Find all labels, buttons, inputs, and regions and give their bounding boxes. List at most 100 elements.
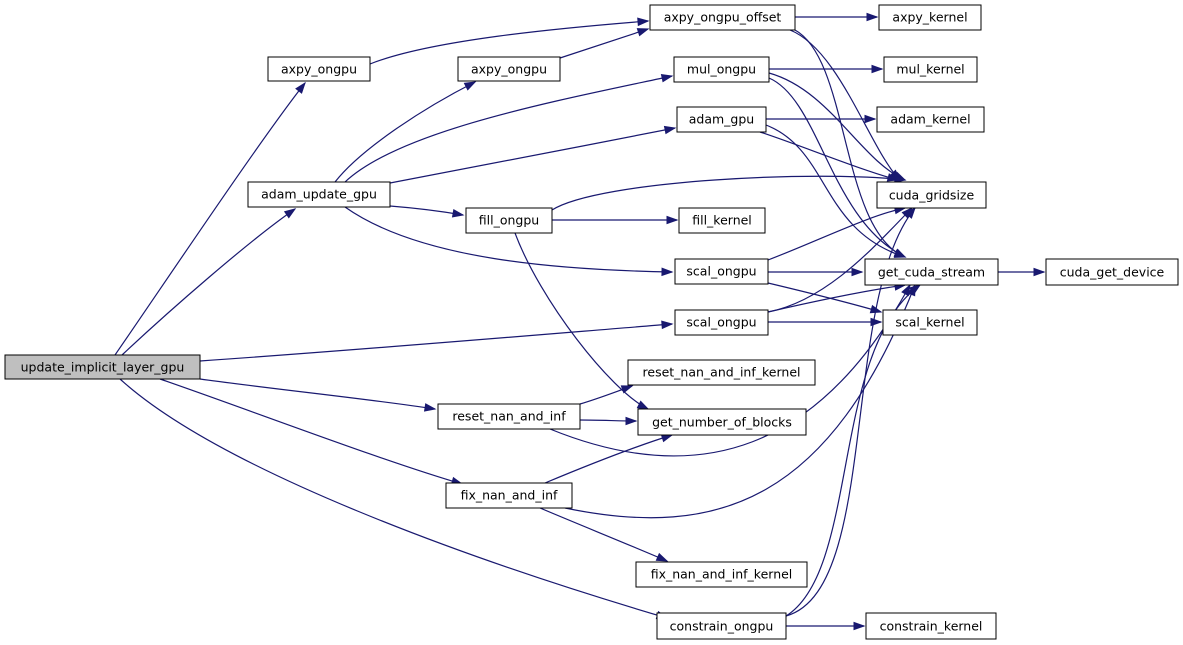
edge-line xyxy=(794,29,906,258)
node-label-fill-kernel: fill_kernel xyxy=(692,213,752,228)
node-label-adam-gpu: adam_gpu xyxy=(689,112,754,127)
node-label-adam-update-gpu: adam_update_gpu xyxy=(261,187,377,202)
node-label-scal-ongpu: scal_ongpu xyxy=(686,264,756,279)
arrow-head-icon xyxy=(423,403,437,412)
node-label-mul-ongpu: mul_ongpu xyxy=(687,62,756,77)
node-update-implicit-layer-gpu[interactable]: update_implicit_layer_gpu xyxy=(4,354,201,380)
edge-line xyxy=(549,284,911,457)
edge-adam-update-gpu-to-axpy-ongpu-b xyxy=(334,81,477,183)
edge-line xyxy=(119,378,668,619)
edge-reset-nan-and-inf-to-get-number-of-blocks xyxy=(579,416,638,426)
node-constrain-kernel[interactable]: constrain_kernel xyxy=(865,612,997,640)
node-get-cuda-stream[interactable]: get_cuda_stream xyxy=(864,258,999,286)
node-label-axpy-kernel: axpy_kernel xyxy=(892,10,967,25)
node-fix-nan-and-inf[interactable]: fix_nan_and_inf xyxy=(445,482,573,509)
edge-line xyxy=(759,131,899,181)
node-mul-kernel[interactable]: mul_kernel xyxy=(883,56,978,83)
node-adam-kernel[interactable]: adam_kernel xyxy=(876,106,985,133)
arrow-head-icon xyxy=(870,317,883,327)
arrow-head-icon xyxy=(636,28,650,37)
arrow-head-icon xyxy=(905,206,916,219)
node-adam-update-gpu[interactable]: adam_update_gpu xyxy=(247,181,391,208)
node-cuda-gridsize[interactable]: cuda_gridsize xyxy=(876,181,987,209)
edge-line xyxy=(551,175,906,211)
node-label-fix-nan-and-inf: fix_nan_and_inf xyxy=(461,488,558,503)
arrow-head-icon xyxy=(637,17,650,27)
edge-adam-gpu-to-adam-kernel xyxy=(765,114,877,124)
edge-line xyxy=(389,127,676,184)
node-scal-kernel[interactable]: scal_kernel xyxy=(882,309,978,336)
node-constrain-ongpu[interactable]: constrain_ongpu xyxy=(656,612,787,640)
arrow-head-icon xyxy=(866,12,879,22)
node-label-cuda-get-device: cuda_get_device xyxy=(1060,265,1165,280)
node-cuda-get-device[interactable]: cuda_get_device xyxy=(1045,258,1179,286)
node-label-mul-kernel: mul_kernel xyxy=(896,62,964,77)
node-fill-kernel[interactable]: fill_kernel xyxy=(678,207,766,234)
node-axpy-ongpu[interactable]: axpy_ongpu xyxy=(267,56,371,82)
edge-line xyxy=(559,28,649,59)
arrow-head-icon xyxy=(620,385,634,394)
arrow-head-icon xyxy=(660,73,674,83)
edge-line xyxy=(767,282,882,313)
edge-constrain-ongpu-to-constrain-kernel xyxy=(786,621,866,631)
edge-scal-ongpu-a-to-cuda-gridsize xyxy=(767,205,907,261)
edge-line xyxy=(159,378,463,485)
node-scal-ongpu[interactable]: scal_ongpu xyxy=(674,258,769,285)
node-label-reset-nan-and-inf: reset_nan_and_inf xyxy=(452,409,566,424)
node-label-axpy-ongpu-offset: axpy_ongpu_offset xyxy=(664,10,782,25)
node-label-get-number-of-blocks: get_number_of_blocks xyxy=(652,415,792,430)
edge-line xyxy=(539,507,668,562)
arrow-head-icon xyxy=(283,208,297,219)
edge-adam-gpu-to-get-cuda-stream xyxy=(765,124,907,258)
node-label-axpy-ongpu: axpy_ongpu xyxy=(281,62,357,77)
arrow-head-icon xyxy=(893,249,907,258)
edge-update-implicit-layer-gpu-to-scal-ongpu-b xyxy=(199,320,674,362)
node-axpy-ongpu-offset[interactable]: axpy_ongpu_offset xyxy=(649,4,796,31)
arrow-head-icon xyxy=(851,267,864,277)
edge-scal-ongpu-a-to-get-cuda-stream xyxy=(768,267,864,277)
edge-constrain-ongpu-to-cuda-gridsize xyxy=(785,206,916,617)
edge-line xyxy=(389,205,464,216)
edge-line xyxy=(334,81,476,183)
node-label-scal-ongpu-2: scal_ongpu xyxy=(686,315,756,330)
edge-update-implicit-layer-gpu-to-axpy-ongpu-a xyxy=(114,81,306,356)
edge-line xyxy=(199,378,436,410)
edge-adam-update-gpu-to-scal-ongpu-a xyxy=(344,206,674,277)
edge-axpy-ongpu-b-to-axpy-ongpu-offset xyxy=(559,28,650,59)
node-fill-ongpu[interactable]: fill_ongpu xyxy=(465,207,553,234)
node-scal-ongpu-2[interactable]: scal_ongpu xyxy=(674,309,769,336)
node-label-cuda-gridsize: cuda_gridsize xyxy=(889,188,975,203)
edge-scal-ongpu-b-to-get-cuda-stream xyxy=(767,282,907,313)
edge-line xyxy=(199,323,673,362)
edge-get-cuda-stream-to-cuda-get-device xyxy=(998,267,1046,277)
edge-fix-nan-and-inf-to-fix-nan-and-inf-kernel xyxy=(539,507,669,562)
arrow-head-icon xyxy=(1033,267,1046,277)
node-label-adam-kernel: adam_kernel xyxy=(890,112,970,127)
edge-fix-nan-and-inf-to-get-number-of-blocks xyxy=(544,434,674,484)
arrow-head-icon xyxy=(661,267,674,277)
arrow-head-icon xyxy=(451,208,465,218)
edge-fill-ongpu-to-get-number-of-blocks xyxy=(514,232,650,410)
edge-mul-ongpu-to-mul-kernel xyxy=(769,64,884,74)
arrow-head-icon xyxy=(660,434,674,443)
node-mul-ongpu[interactable]: mul_ongpu xyxy=(673,56,770,83)
arrow-head-icon xyxy=(295,81,306,94)
node-fix-nan-and-inf-kernel[interactable]: fix_nan_and_inf_kernel xyxy=(635,561,808,588)
edge-line xyxy=(564,284,916,519)
arrow-head-icon xyxy=(894,174,907,184)
edge-line xyxy=(765,124,906,258)
node-axpy-ongpu-2[interactable]: axpy_ongpu xyxy=(457,56,561,82)
edge-line xyxy=(785,207,916,617)
edge-adam-update-gpu-to-mul-ongpu xyxy=(344,73,674,183)
arrow-head-icon xyxy=(625,416,638,426)
node-get-number-of-blocks[interactable]: get_number_of_blocks xyxy=(637,408,807,436)
call-graph-edges xyxy=(114,12,1046,631)
edge-line xyxy=(344,75,673,183)
node-label-fill-ongpu: fill_ongpu xyxy=(479,213,539,228)
edge-line xyxy=(768,72,906,181)
node-axpy-kernel[interactable]: axpy_kernel xyxy=(878,4,982,31)
node-reset-nan-and-inf-kernel[interactable]: reset_nan_and_inf_kernel xyxy=(627,359,816,386)
node-adam-gpu[interactable]: adam_gpu xyxy=(676,106,767,133)
node-reset-nan-and-inf[interactable]: reset_nan_and_inf xyxy=(437,403,581,430)
